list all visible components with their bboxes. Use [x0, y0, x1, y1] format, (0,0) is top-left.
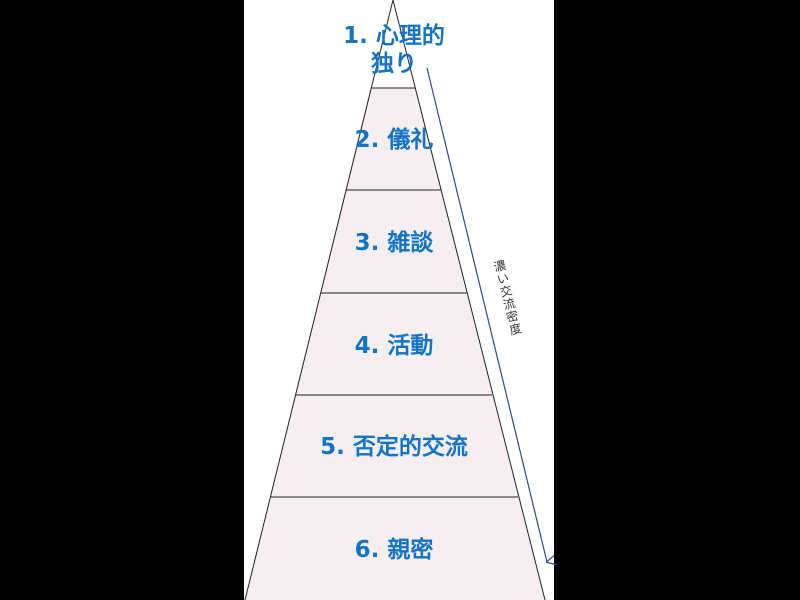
level-1-line1: 1. 心理的 [343, 23, 445, 49]
level-5-label: 5. 否定的交流 [320, 434, 468, 460]
level-1-label: 1. 心理的独り [343, 22, 445, 78]
density-arrow [426, 67, 547, 562]
pyramid-body-fill [245, 88, 545, 600]
pyramid-left-edge [244, 0, 394, 600]
level-6-label: 6. 親密 [354, 537, 434, 563]
level-4-label: 4. 活動 [354, 333, 434, 359]
pyramid-right-edge [392, 0, 546, 600]
level-3-label: 3. 雑談 [354, 230, 434, 256]
level-2-label: 2. 儀礼 [354, 127, 434, 153]
level-1-line2: 独り [371, 51, 417, 77]
